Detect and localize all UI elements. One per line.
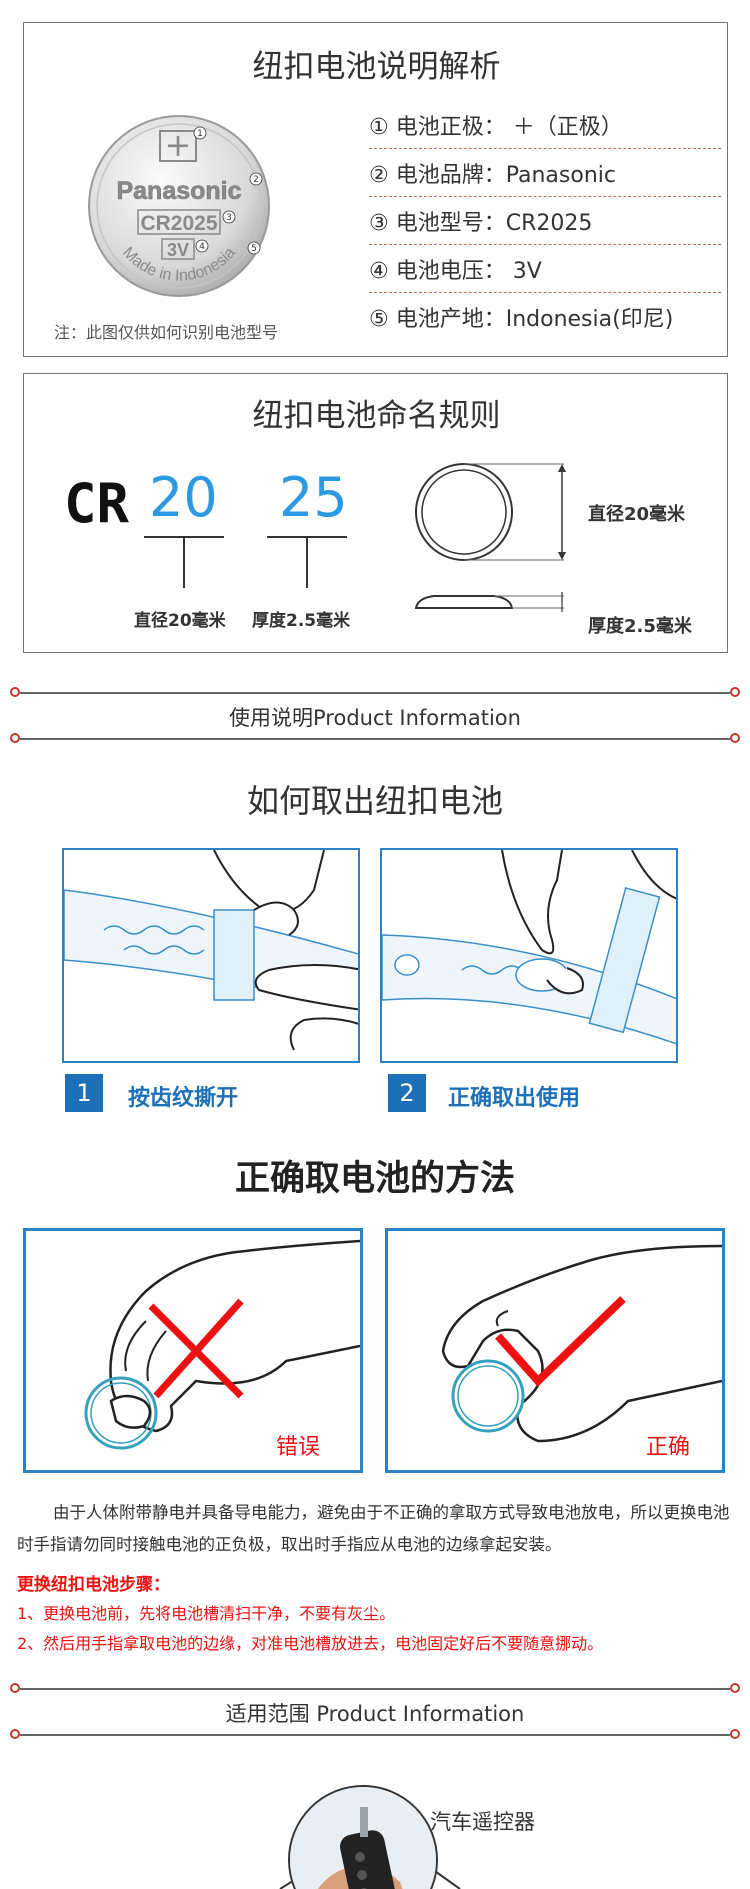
illustration-note: 注：此图仅供如何识别电池型号: [54, 323, 279, 342]
step-2-badge: 2: [388, 1074, 426, 1112]
wrong-grip-panel: 错误: [23, 1228, 363, 1473]
wrong-label: 错误: [276, 1435, 321, 1460]
coin-marker-4: 4: [199, 242, 205, 252]
diagram-diameter-label: 直径20毫米: [588, 504, 686, 525]
correct-grip-panel: 正确: [385, 1228, 725, 1473]
usage-divider: 使用说明Product Information: [10, 684, 740, 748]
replace-step-2: 2、然后用手指拿取电池的边缘，对准电池槽放进去，电池固定好后不要随意挪动。: [17, 1634, 604, 1653]
divider-dot-icon: [730, 1683, 740, 1693]
coin-marker-1: 1: [197, 129, 203, 139]
coin-model: CR2025: [140, 212, 217, 235]
diameter-stem: [183, 536, 185, 588]
replace-step-1: 1、更换电池前，先将电池槽清扫干净，不要有灰尘。: [17, 1604, 396, 1623]
divider-dot-icon: [730, 687, 740, 697]
correct-grip-illustration: [441, 1244, 722, 1443]
divider-dot-icon: [10, 1729, 20, 1739]
naming-diameter-code: 20: [149, 466, 218, 529]
tear-open-illustration: [62, 848, 360, 1063]
spec-row-positive: ① 电池正极： ＋（正极）: [369, 101, 721, 149]
naming-prefix: CR: [64, 472, 130, 535]
thickness-label: 厚度2.5毫米: [252, 611, 351, 631]
step-1-label: 按齿纹撕开: [128, 1086, 239, 1111]
divider-dot-icon: [10, 687, 20, 697]
explanation-title: 纽扣电池说明解析: [252, 49, 501, 85]
naming-thickness-code: 25: [279, 466, 348, 529]
diagram-thickness-label: 厚度2.5毫米: [588, 616, 692, 637]
scope-divider-text: 适用范围 Product Information: [225, 1702, 525, 1726]
divider-line-top: [20, 1688, 730, 1690]
spec-row-origin: ⑤ 电池产地：Indonesia(印尼): [369, 307, 674, 332]
battery-explanation-panel: 纽扣电池说明解析 + Panasonic CR2025 3V Made in I…: [23, 22, 728, 357]
coin-plus-sign: +: [165, 126, 192, 164]
coin-dimension-diagram: [414, 463, 566, 612]
hand-tearing-package-icon: [64, 850, 358, 1051]
coin-brand: Panasonic: [116, 177, 241, 205]
car-remote-label: 汽车遥控器: [430, 1810, 535, 1834]
naming-title: 纽扣电池命名规则: [252, 398, 501, 434]
static-warning-paragraph: 由于人体附带静电并具备导电能力，避免由于不正确的拿取方式导致电池放电，所以更换电…: [17, 1503, 730, 1554]
diameter-label: 直径20毫米: [134, 611, 226, 631]
coin-battery-illustration: + Panasonic CR2025 3V Made in Indonesia …: [88, 115, 270, 297]
divider-line-top: [20, 692, 730, 694]
divider-dot-icon: [10, 733, 20, 743]
coin-voltage: 3V: [167, 240, 189, 260]
divider-line-bottom: [20, 1734, 730, 1736]
spec-row-model: ③ 电池型号：CR2025: [369, 197, 721, 245]
method-title: 正确取电池的方法: [234, 1159, 515, 1199]
car-remote-image: [288, 1785, 438, 1889]
coin-marker-3: 3: [226, 213, 232, 223]
usage-divider-text: 使用说明Product Information: [229, 706, 521, 730]
spec-list: ① 电池正极： ＋（正极） ② 电池品牌：Panasonic ③ 电池型号：CR…: [24, 101, 729, 351]
replace-steps-title: 更换纽扣电池步骤：: [17, 1575, 170, 1595]
divider-line-bottom: [20, 738, 730, 740]
divider-dot-icon: [730, 1729, 740, 1739]
thickness-stem: [306, 536, 308, 588]
scope-divider: 适用范围 Product Information: [10, 1680, 740, 1744]
divider-dot-icon: [10, 1683, 20, 1693]
coin-marker-5: 5: [251, 244, 257, 254]
step-2-label: 正确取出使用: [448, 1086, 581, 1111]
coin-marker-2: 2: [253, 175, 259, 185]
step-1-badge: 1: [65, 1074, 103, 1112]
divider-dot-icon: [730, 733, 740, 743]
spec-row-voltage: ④ 电池电压： 3V: [369, 245, 721, 293]
car-remote-key-icon: [290, 1787, 436, 1889]
spec-row-brand: ② 电池品牌：Panasonic: [369, 149, 721, 197]
wrong-grip-illustration: [84, 1239, 360, 1450]
remove-battery-illustration: [380, 848, 678, 1063]
hand-removing-battery-icon: [382, 850, 676, 1045]
naming-rule-panel: 纽扣电池命名规则 CR 20 25 直径20毫米 厚度2.5毫米 直径20毫米 …: [23, 373, 728, 653]
removal-title: 如何取出纽扣电池: [246, 782, 503, 820]
correct-label: 正确: [646, 1435, 691, 1460]
